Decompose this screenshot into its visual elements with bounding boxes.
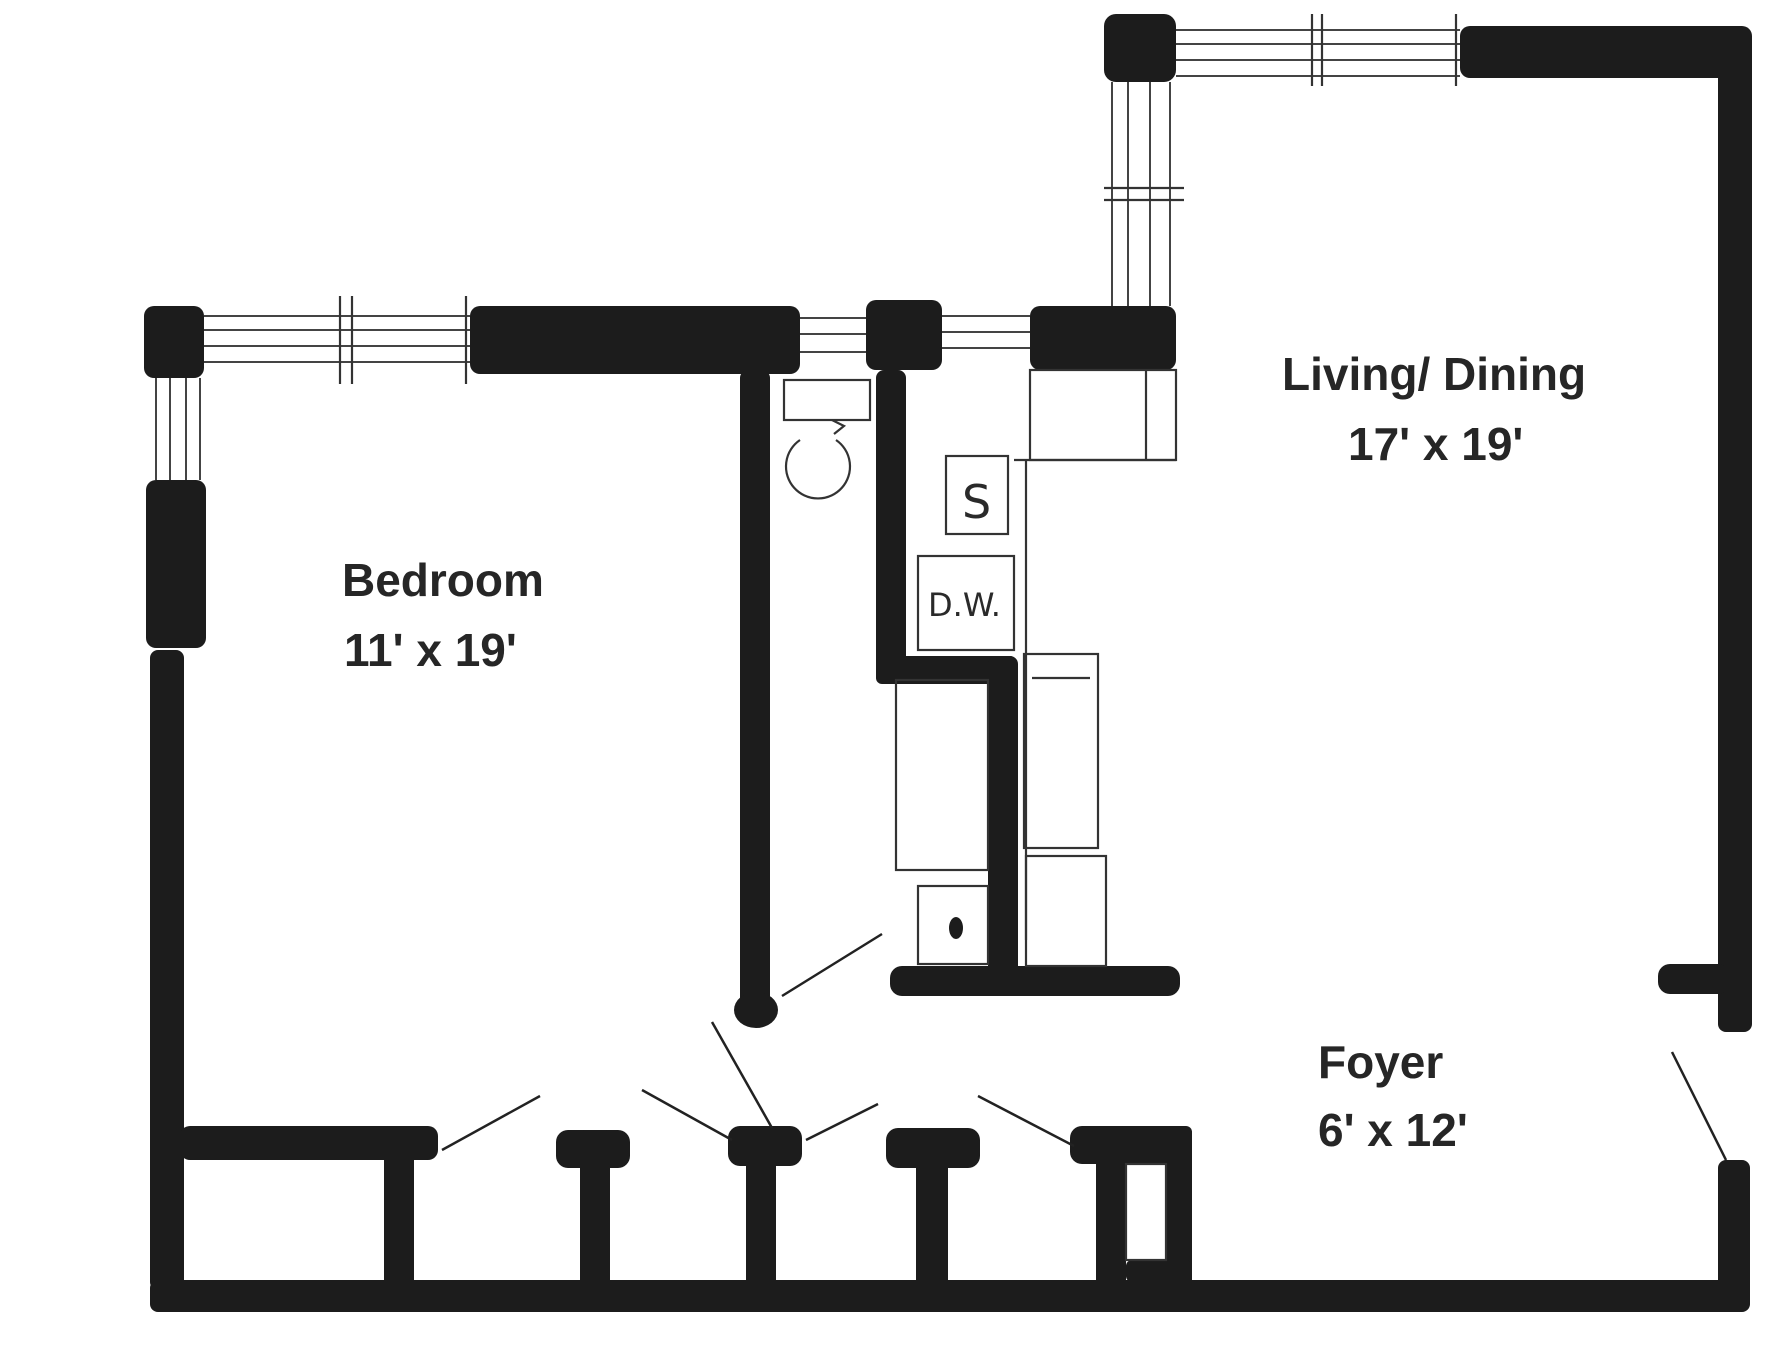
living-name: Living/ Dining	[1282, 348, 1586, 400]
foyer-name: Foyer	[1318, 1036, 1443, 1088]
room-foyer: Foyer 6' x 12'	[1318, 1036, 1468, 1156]
room-living-dining: Living/ Dining 17' x 19'	[1282, 348, 1586, 470]
sink-label: S	[962, 475, 991, 529]
interior-walls	[180, 370, 1730, 1290]
exterior-walls	[144, 14, 1752, 1312]
foyer-size: 6' x 12'	[1318, 1104, 1468, 1156]
bedroom-name: Bedroom	[342, 554, 544, 606]
fixtures: S D.W.	[782, 368, 1178, 1262]
living-size: 17' x 19'	[1348, 418, 1523, 470]
door-swings	[441, 932, 1728, 1161]
dishwasher-fixture	[916, 554, 1016, 652]
bedroom-size: 11' x 19'	[344, 624, 517, 676]
room-bedroom: Bedroom 11' x 19'	[342, 554, 544, 676]
dishwasher-label: D.W.	[928, 586, 1001, 624]
windows	[155, 14, 1460, 480]
sink-fixture	[944, 454, 1010, 536]
